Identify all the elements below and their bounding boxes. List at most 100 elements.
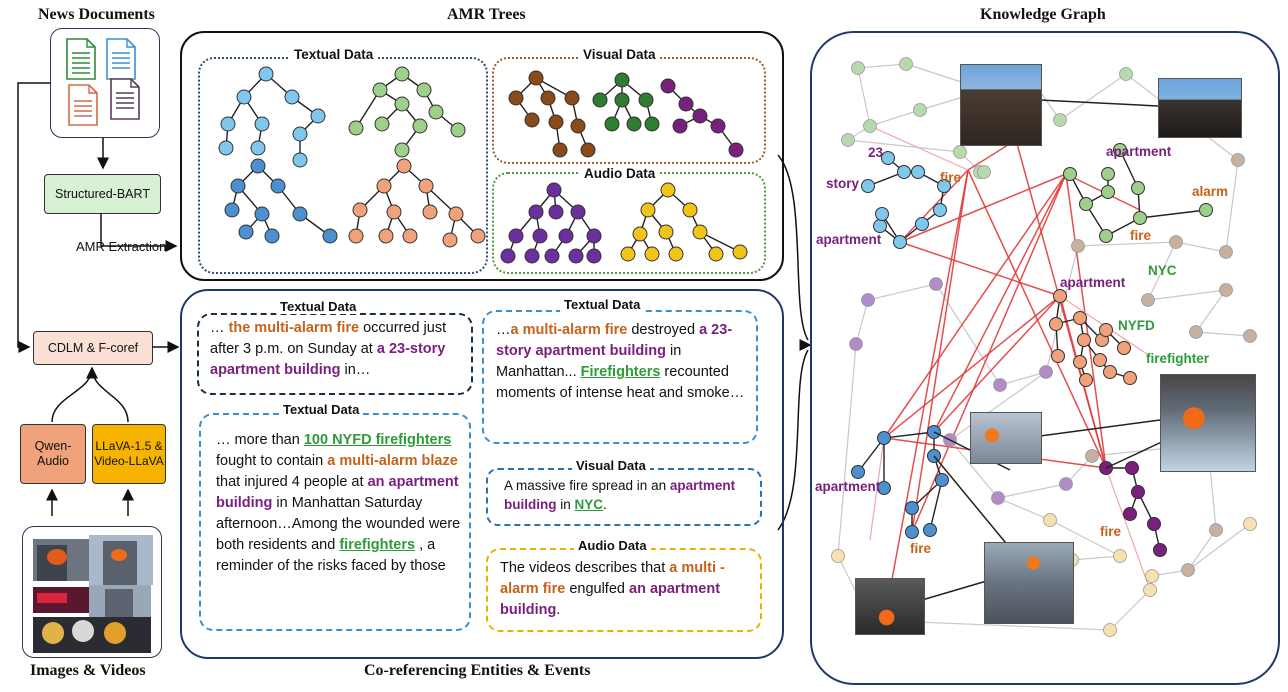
kg-tree-blue-top (861, 151, 951, 249)
entity-mention: firefighters (339, 537, 416, 553)
kg-node (841, 133, 855, 147)
kg-node (1101, 185, 1115, 199)
kg-label: apartment (816, 232, 882, 247)
photo-thumbnail (89, 535, 153, 585)
tree-node (218, 140, 234, 156)
tree-node (402, 228, 418, 244)
tree-node (658, 224, 674, 240)
photo-thumbnail (970, 412, 1042, 464)
tree-node (546, 182, 562, 198)
kg-node (977, 165, 991, 179)
tree-node (376, 178, 392, 194)
kg-node (1147, 517, 1161, 531)
kg-node (1231, 153, 1245, 167)
kg-node (893, 235, 907, 249)
kg-node (1101, 167, 1115, 181)
kg-node (911, 165, 925, 179)
arrow (777, 154, 809, 341)
document-icon (68, 84, 98, 126)
tree-node (284, 89, 300, 105)
cdlm-fcoref-box: CDLM & F-coref (33, 331, 153, 365)
kg-node (851, 465, 865, 479)
amr-trees-title: AMR Trees (447, 6, 526, 23)
kg-node (1243, 517, 1257, 531)
kg-node (929, 277, 943, 291)
photo-thumbnail (33, 617, 151, 653)
document-icon (110, 78, 140, 120)
arrow (51, 366, 98, 423)
tree-node (586, 248, 602, 264)
tree-node (672, 118, 688, 134)
media-thumbnails (33, 535, 153, 653)
entity-mention: the multi-alarm fire (228, 320, 360, 336)
kg-node (1119, 67, 1133, 81)
tree-node (448, 206, 464, 222)
kg-node (1113, 143, 1127, 157)
knowledge-graph-title: Knowledge Graph (980, 6, 1106, 23)
knowledge-graph-panel (810, 31, 1280, 685)
tree-node (708, 246, 724, 262)
tree-node (292, 126, 308, 142)
amr-tree (660, 78, 744, 158)
photo-thumbnail (855, 578, 925, 635)
kg-node (1079, 197, 1093, 211)
kg-node (1039, 365, 1053, 379)
kg-node (1181, 563, 1195, 577)
tree-node (614, 72, 630, 88)
tree-node (660, 182, 676, 198)
tree-node (230, 178, 246, 194)
tree-node (416, 82, 432, 98)
tree-node (292, 152, 308, 168)
kg-node (905, 525, 919, 539)
document-icon (66, 38, 96, 80)
tree-node (604, 116, 620, 132)
tree-node (224, 202, 240, 218)
coref-box-1-text: … the multi-alarm fire occurred just aft… (210, 320, 447, 378)
kg-tree-purple (1099, 461, 1167, 557)
document-icons (66, 38, 140, 126)
amr-tree (592, 72, 660, 132)
coref-box-1-title: Textual Data (276, 299, 361, 314)
kg-node (1219, 283, 1233, 297)
entity-mention: NYC (574, 497, 604, 512)
document-icon (106, 38, 136, 80)
kg-node (899, 57, 913, 71)
tree-node (728, 142, 744, 158)
kg-label: apartment (1106, 144, 1172, 159)
kg-node (1219, 245, 1233, 259)
tree-node (660, 78, 676, 94)
tree-node (418, 178, 434, 194)
tree-node (238, 224, 254, 240)
tree-node (394, 142, 410, 158)
kg-node (877, 431, 891, 445)
photo-thumbnail (960, 64, 1042, 146)
entity-mention: a 23-story apartment building (210, 341, 446, 378)
tree-node (396, 158, 412, 174)
images-videos-box (22, 526, 162, 658)
tree-node (254, 206, 270, 222)
tree-node (678, 96, 694, 112)
structured-bart-box: Structured-BART (44, 174, 161, 214)
tree-node (352, 202, 368, 218)
photo-thumbnail (33, 587, 95, 613)
tree-node (540, 90, 556, 106)
tree-node (264, 228, 280, 244)
kg-node (863, 119, 877, 133)
kg-node (993, 378, 1007, 392)
tree-node (236, 89, 252, 105)
kg-node (849, 337, 863, 351)
kg-label: fire (910, 541, 932, 556)
tree-node (310, 108, 326, 124)
tree-node (692, 224, 708, 240)
kg-node (953, 145, 967, 159)
kg-node (937, 179, 951, 193)
tree-node (428, 104, 444, 120)
kg-node (1131, 485, 1145, 499)
tree-node (570, 118, 586, 134)
kg-node (1143, 583, 1157, 597)
kg-node (1153, 543, 1167, 557)
photo-thumbnail (1158, 78, 1242, 138)
